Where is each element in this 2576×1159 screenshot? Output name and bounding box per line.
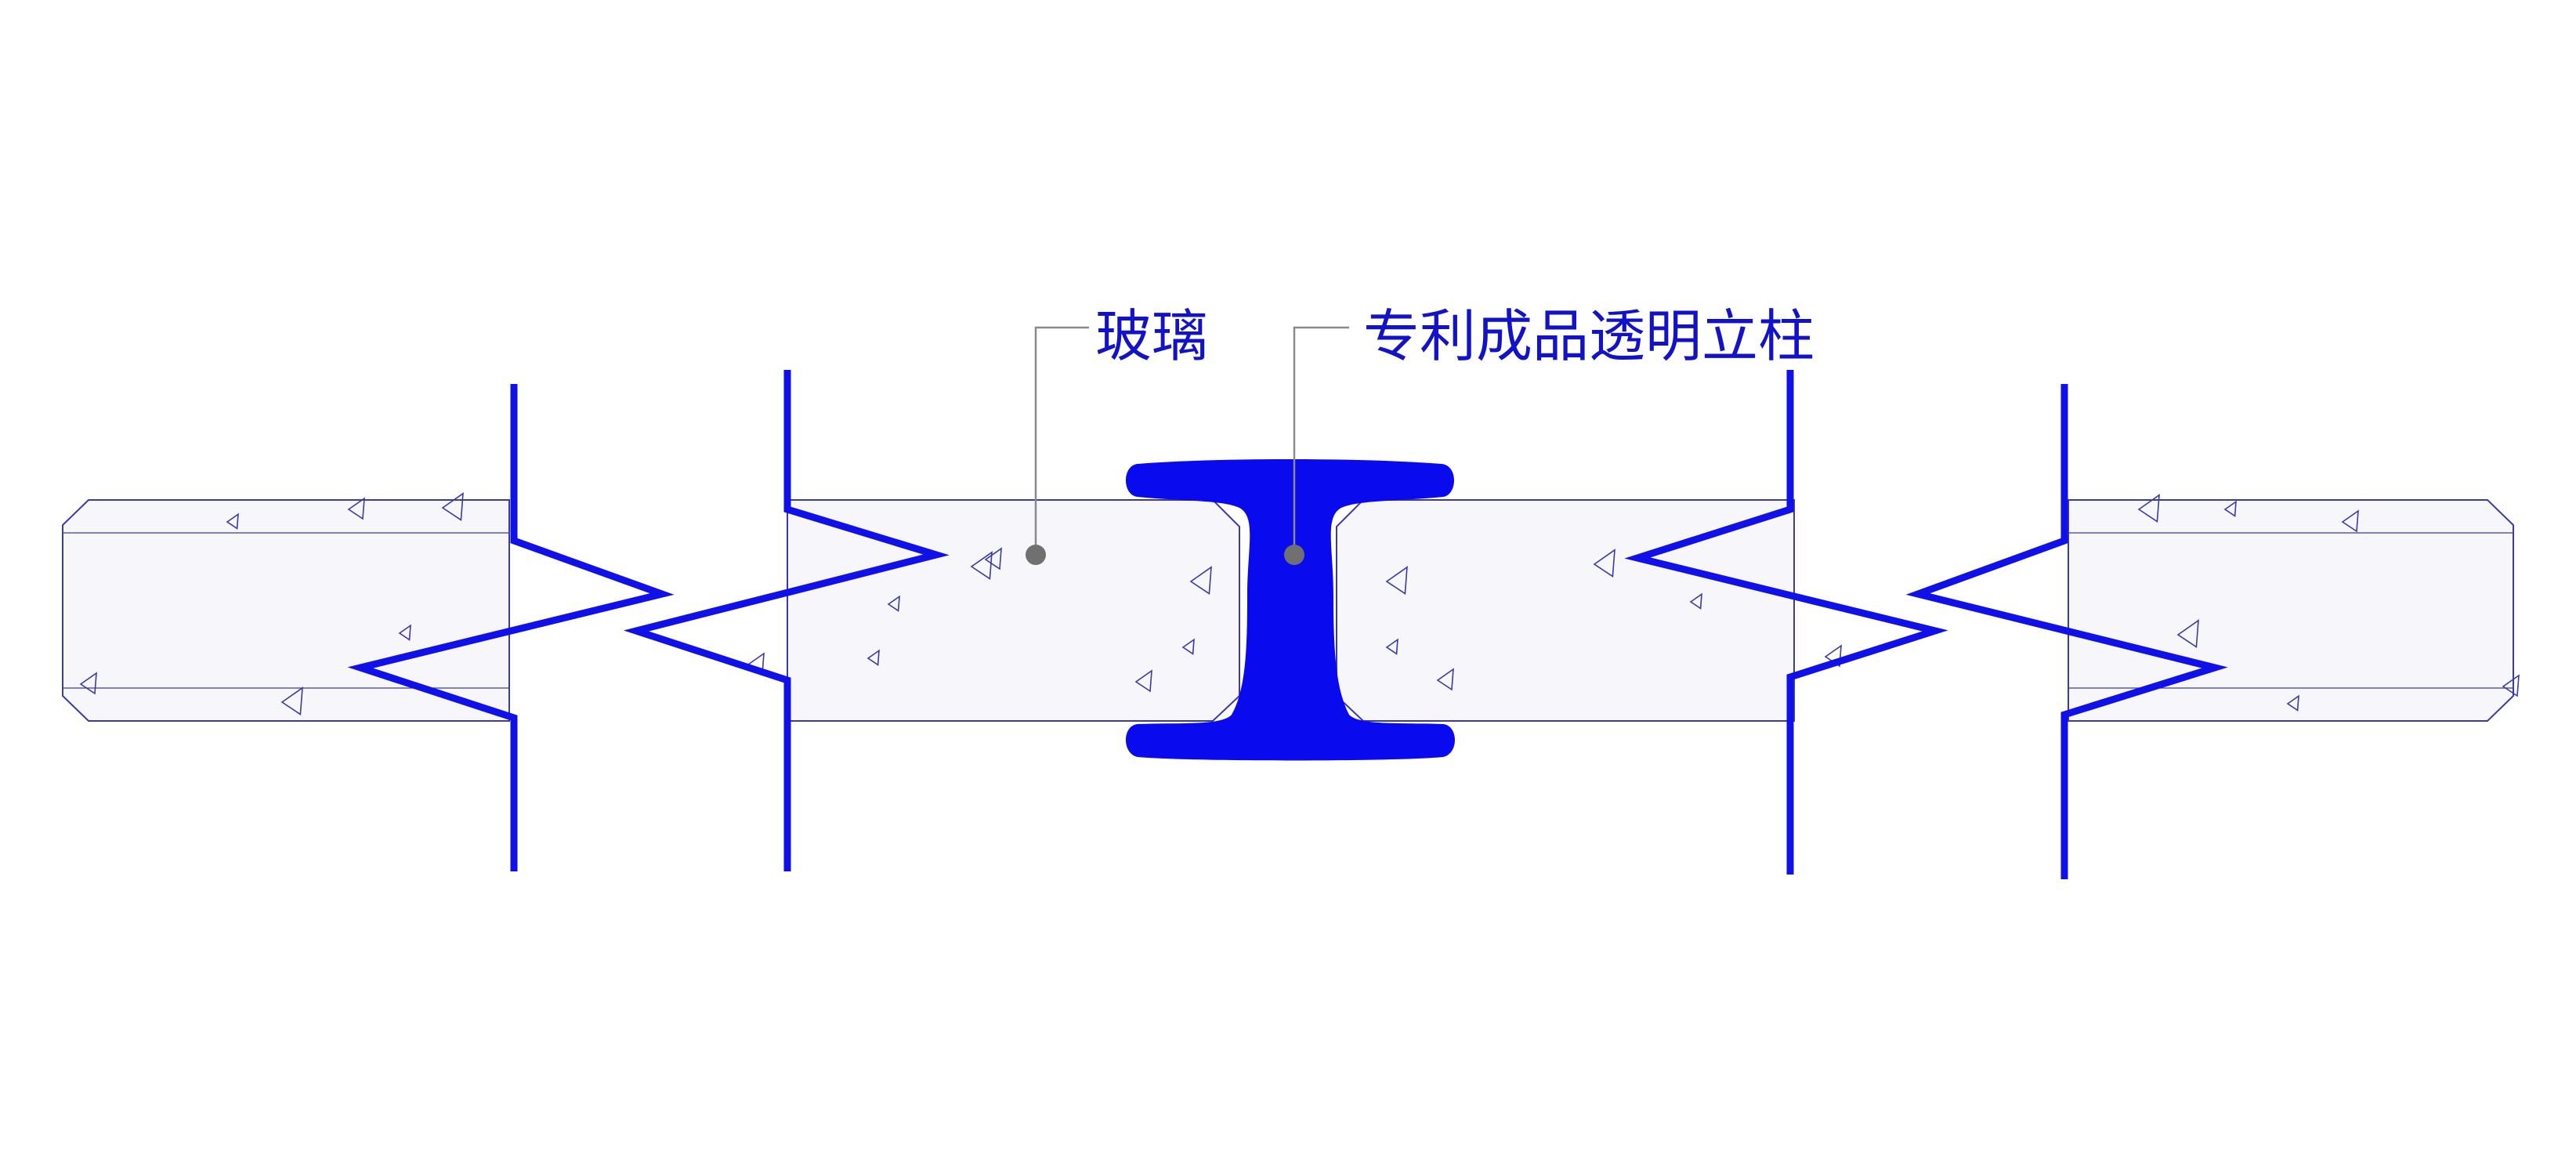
aggregate-mark bbox=[984, 547, 1002, 570]
aggregate-mark bbox=[1385, 638, 1398, 655]
aggregate-mark bbox=[1134, 669, 1152, 693]
aggregate-mark bbox=[1436, 668, 1454, 691]
aggregate-mark bbox=[1689, 592, 1702, 610]
aggregate-mark bbox=[398, 624, 411, 641]
label-column: 专利成品透明立柱 bbox=[1363, 303, 1814, 369]
aggregate-mark bbox=[867, 649, 880, 666]
aggregate-mark bbox=[2176, 619, 2199, 649]
leader-glass bbox=[1034, 326, 1089, 555]
aggregate-mark bbox=[1181, 638, 1195, 655]
aggregate-mark bbox=[280, 686, 303, 716]
aggregate-mark bbox=[2502, 674, 2520, 697]
aggregate-mark bbox=[2223, 500, 2237, 517]
leader-dot-column bbox=[1284, 545, 1304, 565]
aggregate-mark bbox=[2137, 494, 2160, 523]
leader-column bbox=[1293, 326, 1349, 555]
aggregate-mark bbox=[2286, 694, 2299, 712]
aggregate-mark bbox=[2341, 509, 2359, 533]
leader-dot-glass bbox=[1026, 545, 1046, 565]
aggregate-mark bbox=[79, 672, 97, 695]
break-line-4 bbox=[1905, 384, 2228, 879]
leaders bbox=[1034, 326, 1349, 555]
glass-panes bbox=[62, 499, 2514, 722]
break-line-2 bbox=[623, 370, 950, 871]
aggregate-mark bbox=[441, 492, 464, 522]
hatch-marks bbox=[79, 492, 2520, 716]
i-profile-column bbox=[1126, 459, 1455, 761]
label-glass: 玻璃 bbox=[1095, 303, 1208, 369]
glass-pane-left-outer bbox=[62, 499, 510, 722]
aggregate-mark bbox=[887, 595, 900, 612]
aggregate-mark bbox=[970, 551, 993, 581]
aggregate-mark bbox=[226, 512, 239, 530]
aggregate-mark bbox=[1593, 549, 1615, 578]
aggregate-mark bbox=[347, 497, 365, 520]
aggregate-mark bbox=[1189, 566, 1212, 596]
aggregate-mark bbox=[1385, 566, 1408, 596]
break-line-3 bbox=[1624, 370, 1948, 875]
break-lines bbox=[347, 370, 2228, 879]
glass-pane-right-outer bbox=[2068, 499, 2514, 722]
break-line-1 bbox=[347, 384, 675, 871]
